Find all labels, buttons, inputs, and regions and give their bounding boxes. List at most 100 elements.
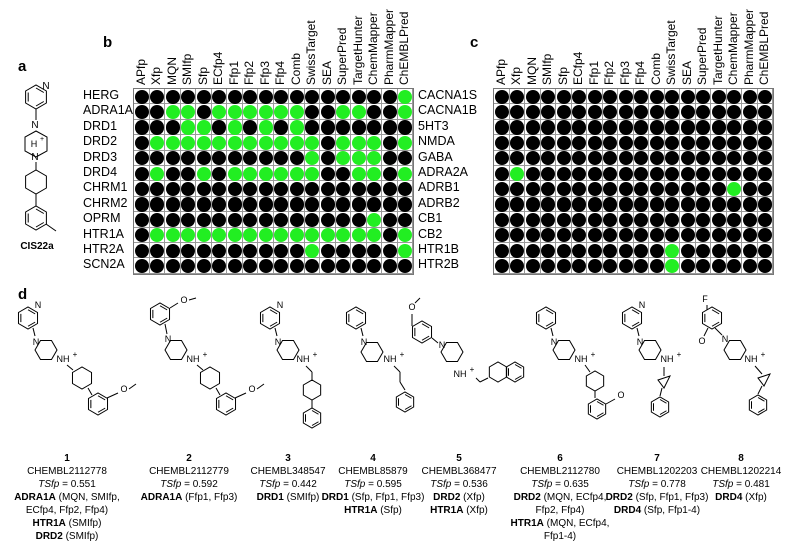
no-hit-dot [196,258,211,274]
no-hit-dot [227,181,242,197]
grid-cell [134,196,150,213]
bond [757,385,763,395]
grid-cell [494,119,510,136]
no-hit-dot [634,151,649,166]
no-hit-dot [665,181,680,197]
grid-cell [289,258,305,274]
grid-cell [351,119,367,136]
no-hit-dot [556,197,571,212]
hit-dot [165,228,180,243]
hit-dot [289,166,304,181]
grid-cell [695,196,711,213]
grid-cell [289,104,305,120]
hit-dot [305,166,320,181]
no-hit-dot [525,197,540,212]
hit-dot [181,120,196,135]
bond [703,327,709,337]
bond [234,392,247,399]
grid-cell [273,166,289,182]
grid-cell [382,89,398,105]
grid-cell [649,181,665,197]
no-hit-dot [274,197,289,212]
hit-dot [181,228,196,243]
grid-cell [242,89,258,105]
grid-cell [335,119,351,136]
grid-cell [587,166,603,182]
grid-cell [180,135,196,151]
grid-cell [618,166,634,182]
grid-cell [366,89,382,105]
hit-dot [258,228,273,243]
grid-cell [711,150,727,166]
grid-cell [289,150,305,166]
grid-cell [320,227,336,243]
no-hit-dot [603,197,618,212]
grid-cell [242,166,258,182]
grid-cell [664,150,680,166]
cyclopropyl-ring [657,375,671,389]
predicted-target: ADRA1A (MQN, SMIfp, ECfp4, Ffp2, Ffp4) [0,491,135,517]
no-hit-dot [525,135,540,151]
grid-cell [165,135,181,151]
no-hit-dot [649,181,664,197]
grid-cell [680,89,696,105]
atom-label: O [408,302,415,312]
no-hit-dot [243,181,258,197]
no-hit-dot [289,243,304,258]
aliphatic-ring [199,366,221,390]
grid-cell [227,196,243,213]
no-hit-dot [382,166,397,181]
grid-cell [196,227,212,243]
no-hit-dot [165,166,180,181]
bond [106,392,119,399]
panel-label-a: a [18,58,27,75]
grid-cell [211,227,227,243]
no-hit-dot [758,104,773,120]
grid-cell [335,181,351,197]
grid-cell [602,166,618,182]
grid-cell [335,212,351,228]
no-hit-dot [603,104,618,120]
tsfp-value: = 0.595 [368,479,402,490]
no-hit-dot [320,89,335,104]
grid-cell [351,243,367,259]
grid-cell [726,119,742,136]
no-hit-dot [320,104,335,120]
no-hit-dot [634,104,649,120]
grid-cell [165,258,181,274]
row-label: HTR1B [418,242,459,256]
no-hit-dot [212,258,227,274]
grid-cell [680,181,696,197]
grid-cell [351,227,367,243]
target-methods: (Sfp, Ffp1, Ffp3) [348,492,425,503]
target-methods: (Sfp) [377,505,402,516]
grid-cell [540,135,556,151]
no-hit-dot [351,258,366,274]
grid-cell [180,119,196,136]
grid-cell [320,104,336,120]
aliphatic-ring [71,366,93,390]
no-hit-dot [181,89,196,104]
grid-cell [165,89,181,105]
no-hit-dot [649,120,664,135]
no-hit-dot [351,243,366,258]
no-hit-dot [258,243,273,258]
grid-cell [633,181,649,197]
predicted-target: DRD2 (Sfp, Ffp1, Ffp3) [606,491,709,504]
no-hit-dot [649,166,664,181]
grid-cell [335,89,351,105]
no-hit-dot [665,89,680,104]
grid-cell [227,166,243,182]
atom-label: NH [297,354,310,364]
no-hit-dot [572,197,587,212]
aliphatic-ring [34,339,58,361]
grid-cell [397,89,413,105]
aliphatic-ring [440,341,464,363]
no-hit-dot [510,151,525,166]
grid-cell [494,181,510,197]
grid-cell [397,119,413,136]
grid-cell [351,135,367,151]
no-hit-dot [510,104,525,120]
grid-cell [664,104,680,120]
grid-cell [525,166,541,182]
